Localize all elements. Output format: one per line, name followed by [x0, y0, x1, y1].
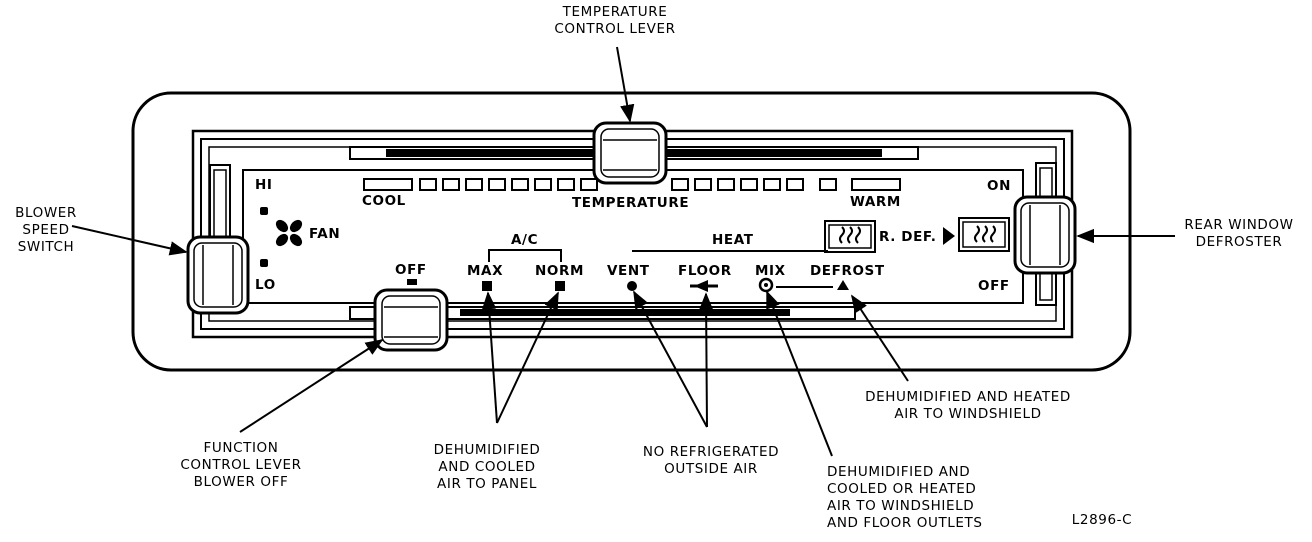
norm-indicator	[555, 281, 565, 291]
figure-id: L2896-C	[1071, 512, 1133, 528]
off-right-label: OFF	[978, 278, 1010, 294]
leader-lines	[71, 46, 1175, 457]
hi-label: HI	[255, 177, 273, 193]
callout-line: DEFROSTER	[1195, 234, 1283, 250]
callout-line: DEHUMIDIFIED	[433, 442, 541, 458]
max-indicator	[482, 281, 492, 291]
callout-line: AIR TO WINDSHIELD	[827, 498, 975, 514]
cool-label: COOL	[362, 193, 406, 209]
callout-line: BLOWER	[15, 205, 77, 221]
callout-rear-window-defroster: REAR WINDOW DEFROSTER	[1172, 217, 1306, 251]
temperature-scale-warm-segment	[851, 178, 901, 191]
floor-indicator	[694, 280, 708, 292]
warm-label: WARM	[850, 194, 901, 210]
callout-line: AND FLOOR OUTLETS	[827, 515, 983, 531]
callout-temperature-lever: TEMPERATURE CONTROL LEVER	[530, 4, 700, 38]
rear-defroster-button[interactable]	[958, 217, 1010, 252]
fan-icon	[275, 219, 303, 247]
ac-label: A/C	[511, 232, 539, 248]
defrost-wavy-icon	[824, 220, 876, 253]
callout-ac-dehumidified: DEHUMIDIFIED AND COOLED AIR TO PANEL	[412, 442, 562, 493]
callout-line: CONTROL LEVER	[554, 21, 676, 37]
on-label: ON	[987, 178, 1011, 194]
floor-label: FLOOR	[678, 263, 732, 279]
callout-line: NO REFRIGERATED	[642, 444, 780, 460]
callout-line: OUTSIDE AIR	[664, 461, 758, 477]
fan-label: FAN	[309, 226, 341, 242]
hi-led	[260, 207, 268, 215]
max-label: MAX	[467, 263, 504, 279]
rear-window-defroster-switch[interactable]	[1013, 195, 1077, 275]
vent-label: VENT	[607, 263, 650, 279]
callout-mix-dehumidified: DEHUMIDIFIED AND COOLED OR HEATED AIR TO…	[827, 464, 1027, 532]
rear-def-label: R. DEF.	[879, 229, 937, 245]
callout-line: DEHUMIDIFIED AND	[827, 464, 971, 480]
heat-label: HEAT	[712, 232, 754, 248]
callout-line: AIR TO PANEL	[437, 476, 537, 492]
mix-label: MIX	[755, 263, 786, 279]
lo-led	[260, 259, 268, 267]
callout-line: FUNCTION	[203, 440, 279, 456]
callout-line: DEHUMIDIFIED AND HEATED	[865, 389, 1071, 405]
callout-line: SPEED	[22, 222, 70, 238]
callout-line: AND COOLED	[438, 459, 536, 475]
callout-no-refrigerated: NO REFRIGERATED OUTSIDE AIR	[620, 444, 802, 478]
temperature-scale	[419, 178, 837, 191]
blower-speed-switch[interactable]	[186, 235, 250, 315]
callout-defrost-dehumidified: DEHUMIDIFIED AND HEATED AIR TO WINDSHIEL…	[840, 389, 1096, 423]
temperature-control-lever[interactable]	[592, 121, 668, 185]
defrost-indicator	[837, 280, 849, 290]
vent-indicator	[627, 281, 637, 291]
norm-label: NORM	[535, 263, 585, 279]
callout-line: CONTROL LEVER	[180, 457, 302, 473]
callout-line: SWITCH	[17, 239, 75, 255]
arrow-right-icon	[943, 227, 955, 245]
callout-line: TEMPERATURE	[562, 4, 668, 20]
lo-label: LO	[255, 277, 276, 293]
callout-line: COOLED OR HEATED	[827, 481, 977, 497]
defrost-label: DEFROST	[810, 263, 885, 279]
off-indicator	[407, 279, 417, 285]
off-label: OFF	[395, 262, 427, 278]
callout-line: REAR WINDOW	[1184, 217, 1294, 233]
callout-line: BLOWER OFF	[193, 474, 289, 490]
mix-indicator	[758, 277, 774, 293]
function-control-lever[interactable]	[373, 288, 449, 352]
temperature-label: TEMPERATURE	[572, 195, 690, 211]
temperature-scale-cool-segment	[363, 178, 413, 191]
callout-function-lever: FUNCTION CONTROL LEVER BLOWER OFF	[158, 440, 324, 491]
ac-bracket	[488, 249, 562, 262]
callout-line: AIR TO WINDSHIELD	[894, 406, 1042, 422]
callout-blower-speed-switch: BLOWER SPEED SWITCH	[6, 205, 86, 256]
panel-bezel	[131, 91, 1132, 372]
